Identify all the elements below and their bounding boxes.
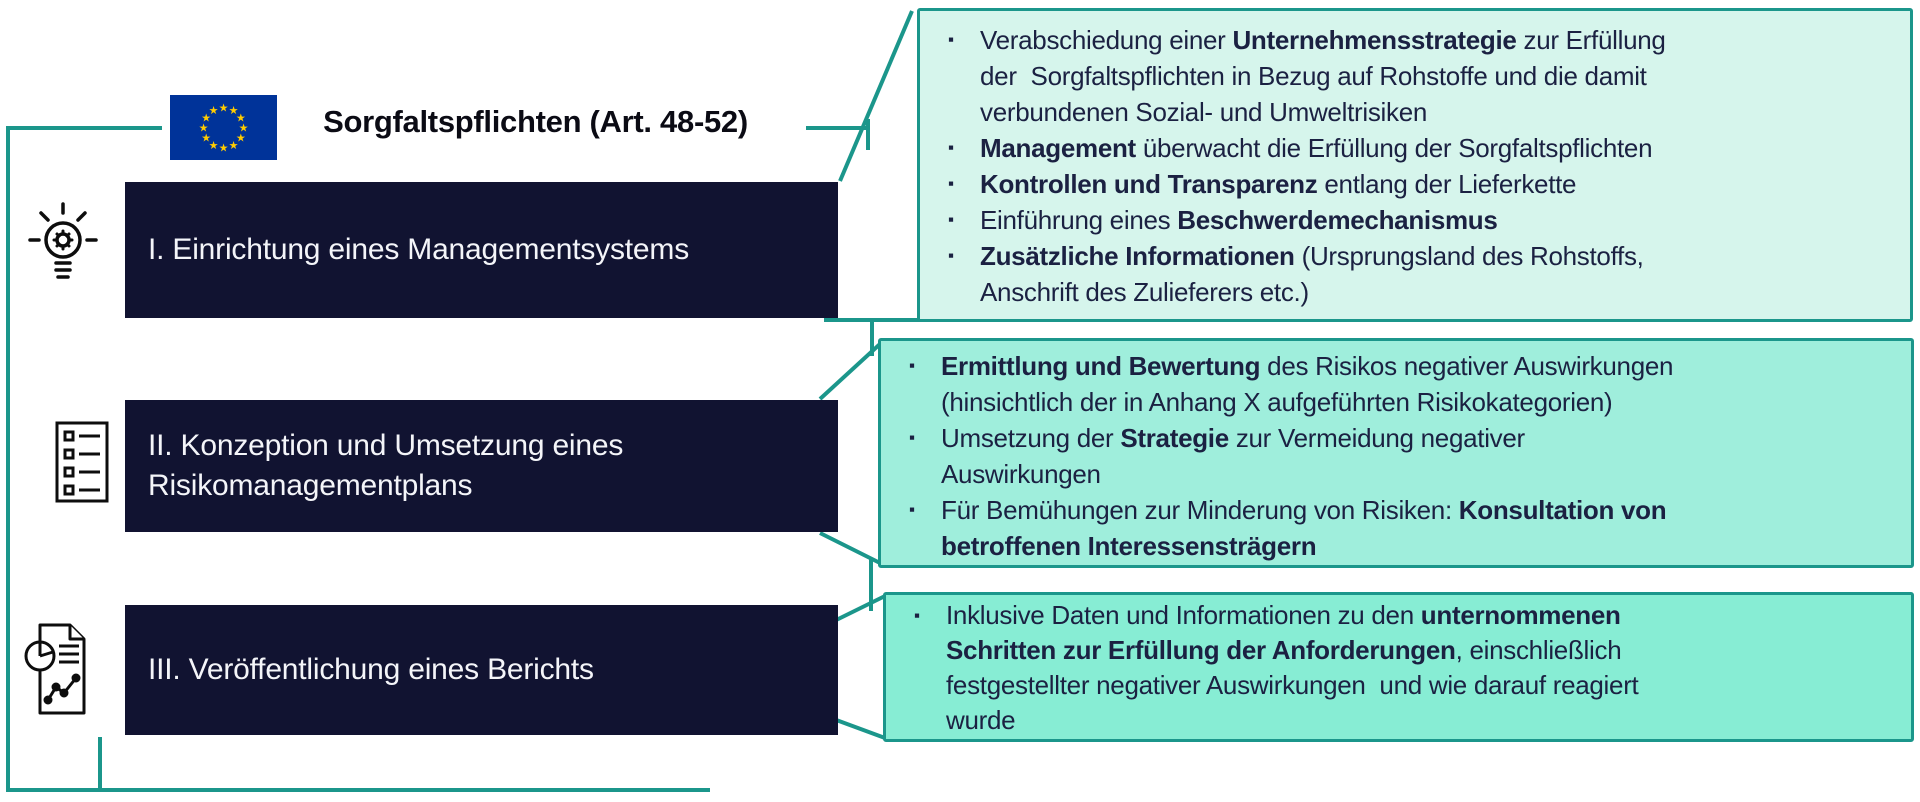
eu-flag-stars: ★★ ★★ ★★ ★★ ★★ ★★	[199, 102, 249, 155]
bullet-item: ▪ Zusätzliche Informationen (Ursprungslan…	[936, 238, 1900, 310]
bullet-text: Für Bemühungen zur Minderung von Risiken…	[941, 495, 1667, 561]
bracket-frame	[6, 126, 710, 792]
step-1-label: I. Einrichtung eines Managementsystems	[148, 233, 689, 266]
idea-bulb-gear-icon	[28, 202, 98, 279]
bullet-text: Verabschiedung einer Unternehmensstrateg…	[980, 25, 1666, 127]
bullet-text: Management überwacht die Erfüllung der S…	[980, 133, 1653, 163]
step-box-2: II. Konzeption und Umsetzung eines Risik…	[125, 400, 838, 532]
bullet-item: ▪ Inklusive Daten und Informationen zu de…	[902, 598, 1901, 738]
svg-text:★: ★	[236, 132, 246, 145]
callout-2-funnel-top	[818, 342, 882, 401]
bullet-text: Ermittlung und Bewertung des Risikos neg…	[941, 351, 1674, 417]
eu-flag-field	[170, 95, 277, 160]
bullet-list: ▪ Inklusive Daten und Informationen zu de…	[902, 598, 1901, 738]
step-2-label: II. Konzeption und Umsetzung eines Risik…	[148, 429, 624, 502]
bullet-text: Zusätzliche Informationen (Ursprungsland…	[980, 241, 1644, 307]
svg-text:★: ★	[201, 112, 211, 125]
eu-flag-icon: ★★ ★★ ★★ ★★ ★★ ★★	[170, 95, 277, 160]
bullet-text: Inklusive Daten und Informationen zu den…	[946, 600, 1639, 735]
svg-text:★: ★	[229, 104, 239, 117]
bullet-list: ▪ Verabschiedung einer Unternehmensstrate…	[936, 22, 1900, 310]
callout-1-funnel-top	[838, 10, 914, 182]
bullet-list: ▪ Ermittlung und Bewertung des Risikos ne…	[897, 348, 1901, 564]
report-chart-icon	[24, 623, 86, 715]
bullet-square-icon: ▪	[909, 500, 916, 519]
bullet-text: Einführung eines Beschwerdemechanismus	[980, 205, 1498, 235]
svg-text:★: ★	[229, 139, 239, 152]
bullet-item: ▪ Verabschiedung einer Unternehmensstrate…	[936, 22, 1900, 130]
bullet-item: ▪ Ermittlung und Bewertung des Risikos ne…	[897, 348, 1901, 420]
bullet-square-icon: ▪	[914, 606, 921, 625]
bullet-square-icon: ▪	[948, 30, 955, 49]
bullet-square-icon: ▪	[948, 246, 955, 265]
bullet-item: ▪ Einführung eines Beschwerdemechanismus	[936, 202, 1900, 238]
bullet-square-icon: ▪	[948, 210, 955, 229]
bullet-item: ▪ Umsetzung der Strategie zur Vermeidung …	[897, 420, 1901, 492]
bullet-item: ▪ Für Bemühungen zur Minderung von Risike…	[897, 492, 1901, 564]
svg-text:★: ★	[209, 104, 219, 117]
callout-2: ▪ Ermittlung und Bewertung des Risikos ne…	[878, 338, 1914, 568]
svg-text:★: ★	[219, 142, 229, 155]
svg-text:★: ★	[199, 122, 209, 135]
callout-1: ▪ Verabschiedung einer Unternehmensstrate…	[917, 8, 1913, 322]
svg-text:★: ★	[239, 122, 249, 135]
bullet-square-icon: ▪	[909, 428, 916, 447]
svg-text:★: ★	[201, 132, 211, 145]
checklist-icon	[55, 421, 109, 503]
step-box-3: III. Veröffentlichung eines Berichts	[125, 605, 838, 735]
step-3-label: III. Veröffentlichung eines Berichts	[148, 653, 594, 686]
bullet-item: ▪ Kontrollen und Transparenz entlang der …	[936, 166, 1900, 202]
bullet-item: ▪ Management überwacht die Erfüllung der …	[936, 130, 1900, 166]
bullet-square-icon: ▪	[948, 174, 955, 193]
bullet-square-icon: ▪	[948, 138, 955, 157]
bullet-text: Kontrollen und Transparenz entlang der L…	[980, 169, 1577, 199]
svg-text:★: ★	[209, 139, 219, 152]
svg-text:★: ★	[219, 102, 229, 115]
bullet-text: Umsetzung der Strategie zur Vermeidung n…	[941, 423, 1525, 489]
callout-3: ▪ Inklusive Daten und Informationen zu de…	[883, 592, 1914, 742]
bullet-square-icon: ▪	[909, 356, 916, 375]
step-box-1: I. Einrichtung eines Managementsystems	[125, 182, 838, 318]
diagram-title: Sorgfaltspflichten (Art. 48-52)	[323, 104, 748, 139]
svg-text:★: ★	[236, 112, 246, 125]
